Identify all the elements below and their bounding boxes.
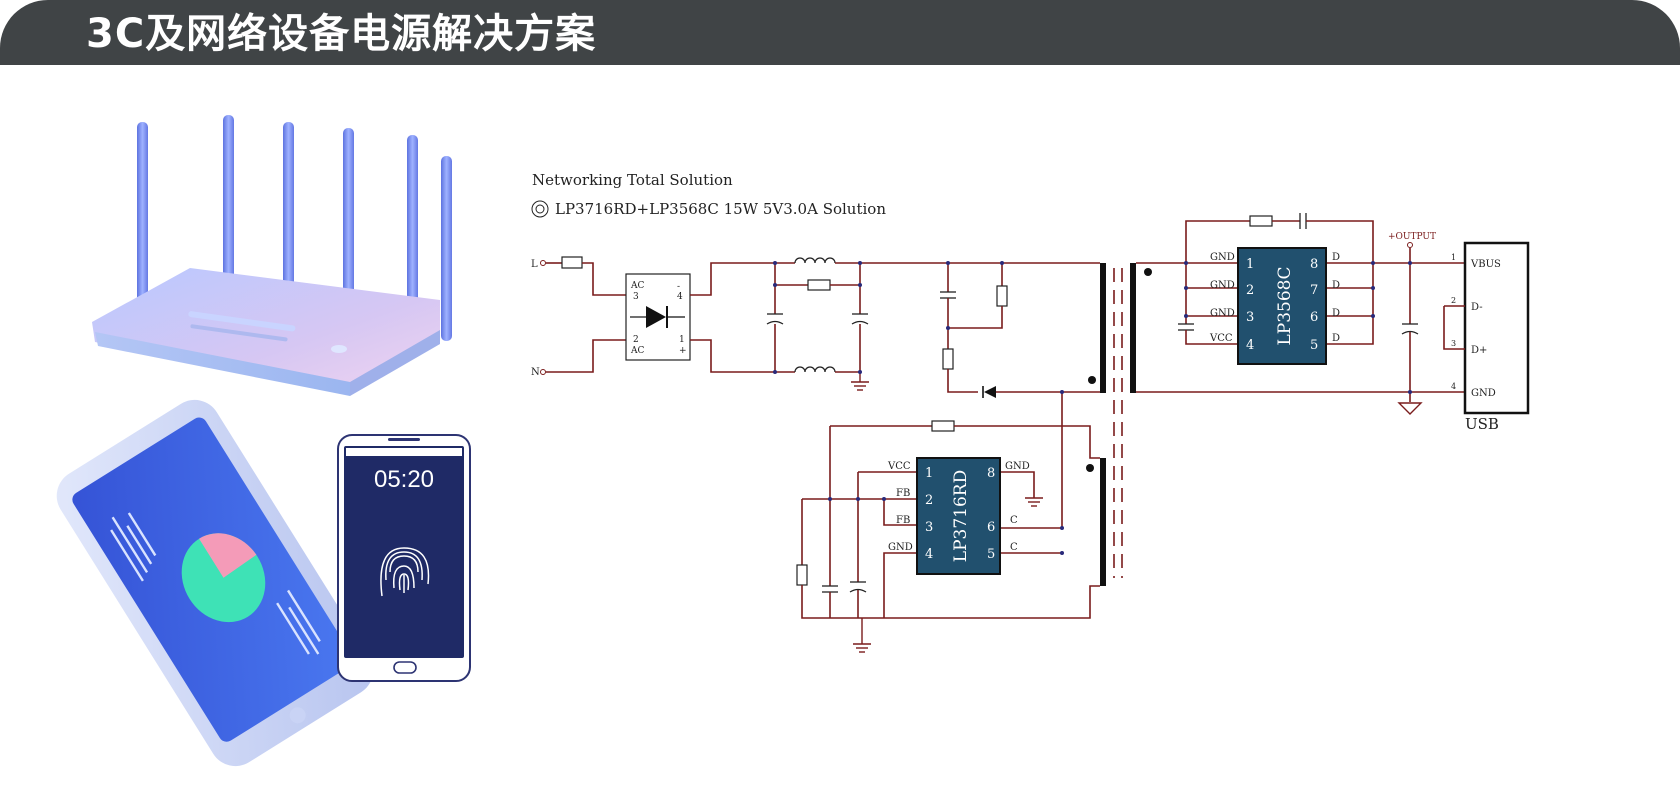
ground-triangle	[1397, 402, 1423, 415]
ic-lp3568c-pin1: 1	[1246, 257, 1254, 272]
fingerprint-icon	[380, 547, 430, 597]
ic-lp3568c-name: LP3568C	[1275, 267, 1295, 346]
diode-symbol	[646, 306, 666, 328]
schematic-heading: Networking Total Solution	[532, 171, 733, 189]
ic-lp3568c-pin6: 6	[1310, 310, 1318, 325]
usb-pin4: 4	[1451, 382, 1456, 391]
usb-pin3: 3	[1451, 339, 1456, 348]
bridge-pin4: 4	[677, 292, 683, 302]
transformer-secondary	[1130, 263, 1136, 393]
ic-lp3568c-label-1: GND	[1210, 252, 1235, 263]
ic-lp3568c-pin7: 7	[1310, 283, 1318, 298]
usb-pin1: 1	[1451, 253, 1456, 262]
bridge-ac-bottom: AC	[630, 346, 644, 356]
smartphone-icon	[337, 434, 471, 682]
input-l-label: L	[531, 259, 538, 270]
usb-name: USB	[1465, 415, 1499, 433]
ic-lp3568c-label-2: GND	[1210, 280, 1235, 291]
ic-lp3568c	[1237, 247, 1327, 365]
ic-lp3568c-label-7: D	[1332, 280, 1340, 291]
bridge-pin1: 1	[679, 335, 685, 345]
inductor-bottom	[794, 366, 836, 373]
inductor-top	[794, 257, 836, 264]
usb-connector	[1463, 241, 1530, 415]
transformer-primary	[1100, 263, 1106, 393]
ic-lp3716rd-label-8: GND	[1005, 461, 1030, 472]
ic-lp3568c-label-6: D	[1332, 308, 1340, 319]
ic-lp3716rd-name: LP3716RD	[951, 470, 971, 562]
usb-label-dplus: D+	[1471, 345, 1487, 356]
usb-label-vbus: VBUS	[1470, 259, 1501, 270]
ic-lp3716rd-pin2: 2	[925, 493, 933, 508]
ic-lp3568c-pin2: 2	[1246, 283, 1254, 298]
phone-clock: 05:20	[373, 466, 435, 493]
usb-pin2: 2	[1451, 296, 1456, 305]
ic-lp3716rd-pin4: 4	[925, 547, 933, 562]
fuse	[561, 256, 583, 269]
output-label: +OUTPUT	[1388, 232, 1436, 242]
ic-lp3716rd-pin6: 6	[987, 520, 995, 535]
ic-lp3716rd-pin5: 5	[987, 547, 995, 562]
ic-lp3716rd-label-6: C	[1010, 515, 1018, 526]
ic-lp3716rd-label-2: FB	[896, 488, 910, 499]
target-icon	[531, 200, 549, 218]
ic-lp3716rd-label-1: VCC	[887, 461, 911, 472]
bridge-minus: -	[677, 282, 680, 292]
ic-lp3716rd	[916, 457, 1001, 575]
ic-lp3568c-label-8: D	[1332, 252, 1340, 263]
ic-lp3716rd-label-5: C	[1010, 542, 1018, 553]
bridge-ac-top: AC	[630, 281, 644, 291]
ic-lp3716rd-pin8: 8	[987, 466, 995, 481]
ic-lp3716rd-label-4: GND	[888, 542, 913, 553]
ic-lp3568c-pin3: 3	[1246, 310, 1254, 325]
transformer-aux	[1100, 458, 1106, 586]
header-bar: 3C及网络设备电源解决方案	[0, 0, 1680, 65]
bridge-pin2: 2	[633, 335, 639, 345]
ic-lp3568c-pin5: 5	[1310, 338, 1318, 353]
ic-lp3568c-label-4: VCC	[1209, 333, 1233, 344]
ic-lp3716rd-label-3: FB	[896, 515, 910, 526]
ic-lp3568c-label-5: D	[1332, 333, 1340, 344]
schematic-subtitle: LP3716RD+LP3568C 15W 5V3.0A Solution	[555, 200, 886, 218]
ic-lp3716rd-pin3: 3	[925, 520, 933, 535]
ic-lp3568c-pin4: 4	[1246, 338, 1254, 353]
router-icon	[92, 115, 452, 396]
ic-lp3568c-label-3: GND	[1210, 308, 1235, 319]
ic-lp3716rd-pin1: 1	[925, 466, 933, 481]
tilted-phone-icon	[56, 399, 374, 767]
input-n-label: N	[531, 367, 540, 378]
ic-lp3568c-pin8: 8	[1310, 257, 1318, 272]
bridge-pin3: 3	[633, 292, 639, 302]
page-title: 3C及网络设备电源解决方案	[86, 11, 597, 57]
ground-symbol	[851, 372, 869, 391]
bridge-plus: +	[679, 346, 687, 356]
usb-label-dminus: D-	[1471, 302, 1483, 313]
ground-symbol-primary	[853, 618, 871, 653]
usb-label-gnd: GND	[1471, 388, 1496, 399]
